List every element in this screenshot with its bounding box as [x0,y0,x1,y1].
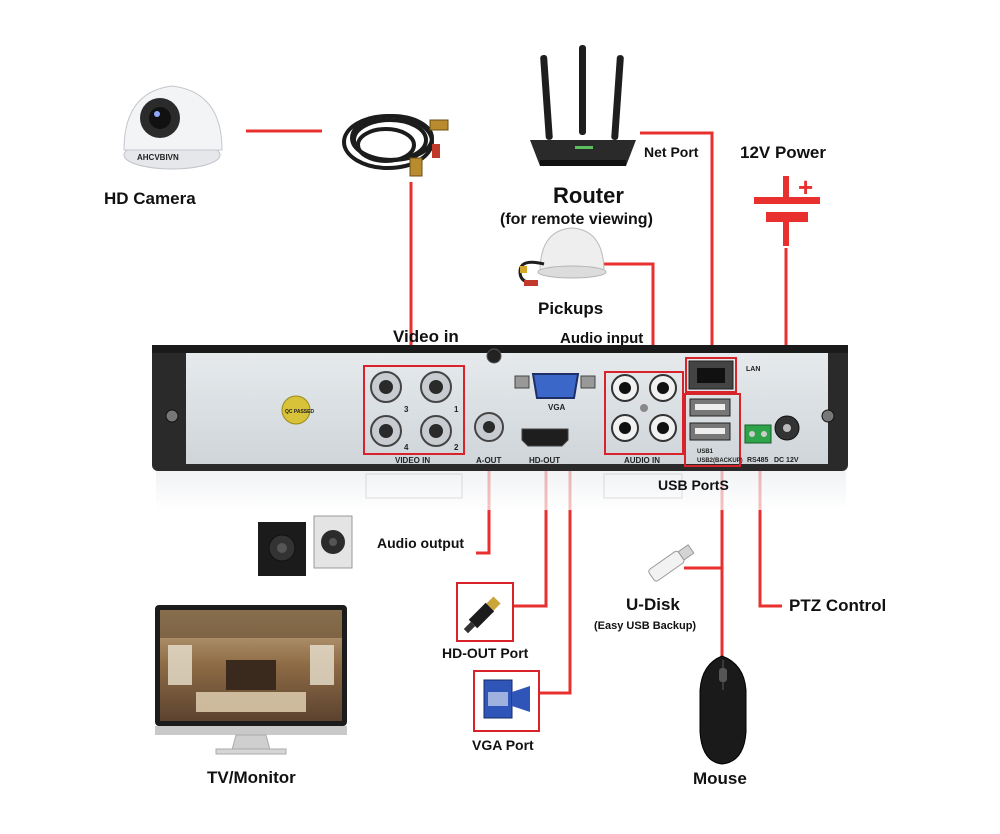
tv-monitor-device [155,605,347,755]
audio-input-label: Audio input [560,330,643,347]
net-port-line [640,131,714,368]
hdmi-connector-icon [463,596,501,634]
hd-out-panel-text: HD-OUT [529,456,560,465]
rs485-panel-text: RS485 [747,457,769,464]
power-label: 12V Power [740,143,826,162]
usb2-panel-text: USB2(BACKUP) [697,458,743,464]
hd-out-port [521,428,569,447]
hd-out-port-label: HD-OUT Port [442,645,529,661]
usb-highlight [684,393,741,467]
mouse-device [699,655,747,765]
bnc-cable-coil [342,114,449,177]
router-sub-label: (for remote viewing) [500,211,653,228]
video-in-highlight [363,365,465,455]
lan-panel-text: LAN [746,366,760,373]
net-port-label: Net Port [644,144,699,160]
mouse-label: Mouse [693,769,747,788]
dc-12v-panel-text: DC 12V [774,457,799,464]
lan-highlight [685,357,737,393]
vga-port [531,373,580,399]
camera-brand-text: AHCVBIVN [137,153,179,162]
qc-sticker [281,395,311,425]
video-port-num-2: 2 [454,443,459,452]
ptz-control-label: PTZ Control [789,596,886,615]
dvr-reflection [156,470,846,510]
u-disk-label: U-Disk [626,595,680,614]
video-port-num-1: 1 [454,405,459,414]
usb-ports-label: USB PortS [658,477,729,493]
video-in-panel-text: VIDEO IN [395,456,430,465]
rs485-terminal [744,424,772,444]
speakers-device [258,515,353,576]
usb-flash-drive [648,544,695,582]
pickups-line [601,262,655,374]
tv-monitor-label: TV/Monitor [207,768,296,787]
pickup-device [518,227,607,286]
video-port-num-4: 4 [404,443,409,452]
router-label: Router [553,183,624,208]
vga-port-label: VGA Port [472,737,534,753]
vga-panel-text: VGA [548,403,566,412]
power-symbol: + [754,172,820,246]
audio-in-panel-text: AUDIO IN [624,456,660,465]
hd-camera-label: HD Camera [104,189,196,208]
plus-sign: + [798,172,813,202]
pickups-label: Pickups [538,299,603,318]
dvr-rear-panel: QC PASSED 3 1 4 2 VIDEO IN A-OUT VGA HD-… [152,345,848,471]
hd-camera-device: AHCVBIVN [123,85,223,170]
usb1-panel-text: USB1 [697,449,714,455]
u-disk-sub-label: (Easy USB Backup) [594,620,696,632]
video-in-label: Video in [393,327,459,346]
audio-in-ports [611,374,677,442]
a-out-panel-text: A-OUT [476,456,501,465]
qc-sticker-text: QC PASSED [285,409,314,415]
right-screw [821,409,835,423]
vga-connector-icon [483,679,530,719]
reflection-ports [365,473,683,499]
video-in-ports [370,371,452,447]
audio-in-highlight [604,371,684,455]
video-port-num-3: 3 [404,405,409,414]
vga-line [540,437,572,695]
router-device [530,45,636,166]
left-screw [165,409,179,423]
audio-output-label: Audio output [377,535,464,551]
